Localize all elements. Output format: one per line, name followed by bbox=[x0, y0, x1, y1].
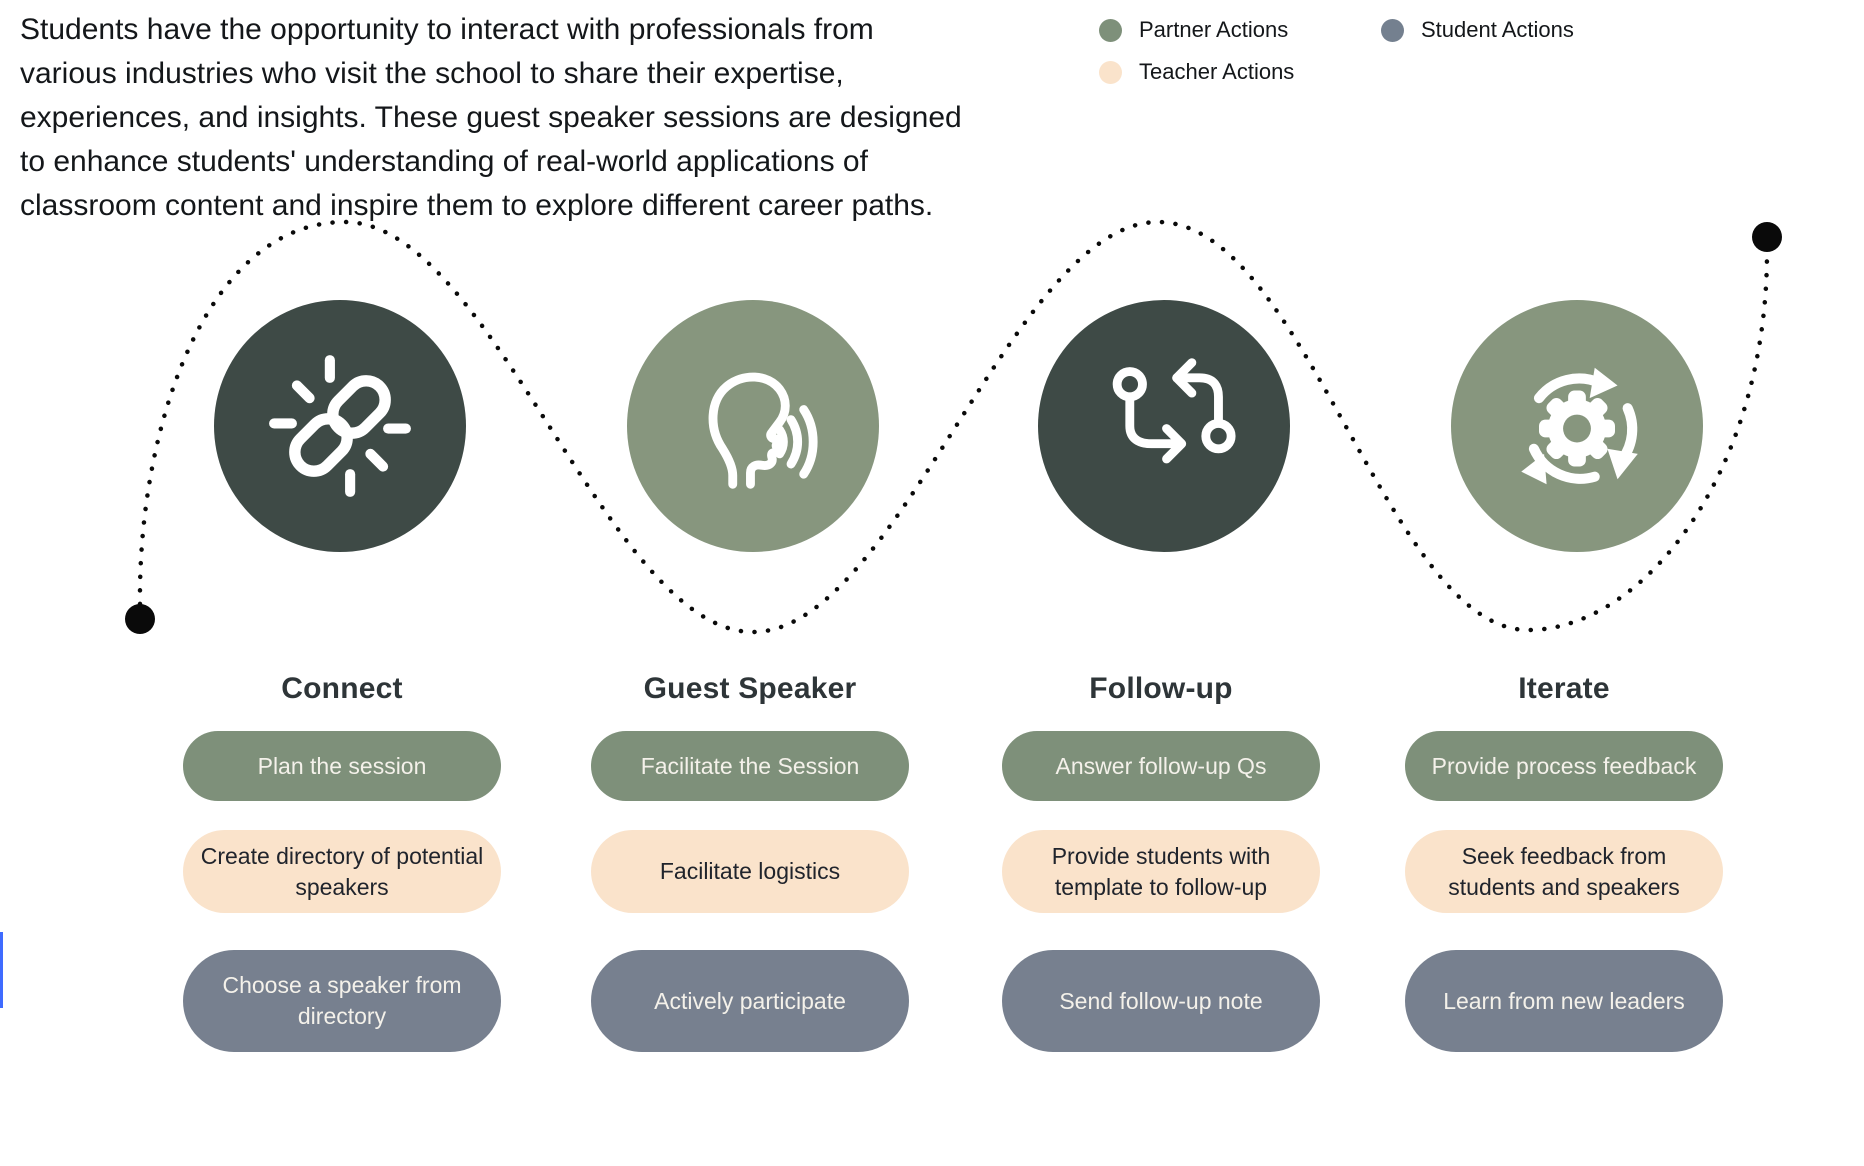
intro-paragraph: Students have the opportunity to interac… bbox=[20, 8, 962, 228]
action-pill-teacher: Provide students with template to follow… bbox=[1002, 830, 1320, 913]
partner-dot-icon bbox=[1099, 18, 1122, 42]
stage-title-connect: Connect bbox=[281, 672, 403, 705]
action-pill-partner: Provide process feedback bbox=[1405, 731, 1723, 801]
legend-label: Teacher Actions bbox=[1139, 59, 1295, 84]
gear-cycle-icon bbox=[1521, 367, 1638, 485]
speaking-head-icon bbox=[708, 372, 818, 489]
action-pill-student: Learn from new leaders bbox=[1405, 950, 1723, 1052]
stage-title-follow-up: Follow-up bbox=[1089, 672, 1233, 705]
action-pill-teacher: Create directory of potential speakers bbox=[183, 830, 501, 913]
teacher-dot-icon bbox=[1099, 60, 1122, 84]
action-pill-partner: Answer follow-up Qs bbox=[1002, 731, 1320, 801]
stage-title-guest-speaker: Guest Speaker bbox=[643, 672, 857, 705]
legend-item-teacher: Teacher Actions bbox=[1099, 59, 1294, 85]
student-dot-icon bbox=[1381, 18, 1404, 42]
action-pill-teacher: Seek feedback from students and speakers bbox=[1405, 830, 1723, 913]
intro-line: various industries who visit the school … bbox=[20, 57, 844, 90]
action-pill-partner: Plan the session bbox=[183, 731, 501, 801]
action-pill-partner: Facilitate the Session bbox=[591, 731, 909, 801]
stage-title-iterate: Iterate bbox=[1518, 672, 1610, 705]
action-pill-student: Send follow-up note bbox=[1002, 950, 1320, 1052]
intro-line: classroom content and inspire them to ex… bbox=[20, 189, 934, 222]
intro-line: experiences, and insights. These guest s… bbox=[20, 101, 962, 134]
flow-end-dot bbox=[1752, 222, 1782, 252]
stage-circle-iterate bbox=[1451, 300, 1703, 552]
loop-arrows-icon bbox=[1112, 358, 1236, 464]
intro-line: Students have the opportunity to interac… bbox=[20, 13, 874, 46]
chain-link-icon bbox=[269, 355, 411, 497]
action-pill-student: Choose a speaker from directory bbox=[183, 950, 501, 1052]
stage-circle-guest-speaker bbox=[627, 300, 879, 552]
stage-circle-follow-up bbox=[1038, 300, 1290, 552]
flow-start-dot bbox=[125, 604, 155, 634]
intro-line: to enhance students' understanding of re… bbox=[20, 145, 868, 178]
stage-circle-connect bbox=[214, 300, 466, 552]
legend-item-partner: Partner Actions bbox=[1099, 17, 1288, 43]
legend-item-student: Student Actions bbox=[1381, 17, 1574, 43]
action-pill-student: Actively participate bbox=[591, 950, 909, 1052]
legend-label: Student Actions bbox=[1421, 17, 1574, 42]
left-edge-line bbox=[0, 932, 3, 1008]
action-pill-teacher: Facilitate logistics bbox=[591, 830, 909, 913]
legend-label: Partner Actions bbox=[1139, 17, 1289, 42]
